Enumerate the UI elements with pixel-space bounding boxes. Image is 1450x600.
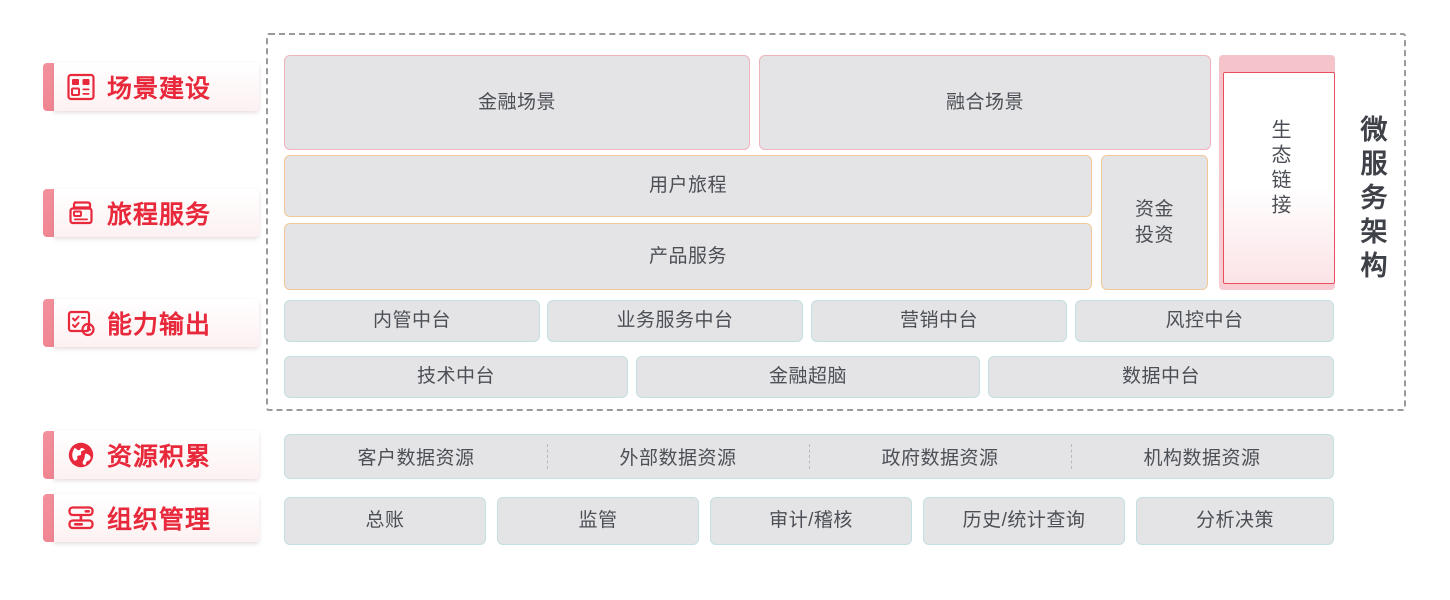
sidebar-item-resource-accumulation[interactable]: 资源积累 (43, 431, 259, 479)
box-marketing-platform[interactable]: 营销中台 (811, 300, 1067, 342)
box-capital-investment-line1: 资金 (1134, 198, 1174, 220)
stage-label-body: 资源积累 (54, 431, 259, 479)
box-risk-control-platform[interactable]: 风控中台 (1075, 300, 1334, 342)
box-business-service-platform[interactable]: 业务服务中台 (547, 300, 803, 342)
box-audit-inspection[interactable]: 审计/稽核 (710, 497, 912, 545)
microservice-scope-boundary (266, 33, 1406, 411)
box-ecosystem-link[interactable]: 生态链接 (1219, 55, 1335, 290)
stage-label-body: 旅程服务 (54, 189, 259, 237)
resource-strip[interactable]: 客户数据资源 外部数据资源 政府数据资源 机构数据资源 (284, 434, 1334, 479)
box-capital-investment-line2: 投资 (1134, 224, 1174, 246)
box-financial-superbrain[interactable]: 金融超脑 (636, 356, 980, 398)
box-data-platform[interactable]: 数据中台 (988, 356, 1334, 398)
checklist-clock-icon (66, 308, 96, 338)
box-institution-data-resource[interactable]: 机构数据资源 (1071, 435, 1333, 478)
stage-label-body: 能力输出 (54, 299, 259, 347)
box-internal-management-platform[interactable]: 内管中台 (284, 300, 540, 342)
sidebar-item-label: 场景建设 (107, 75, 212, 103)
sidebar-item-scene-construction[interactable]: 场景建设 (43, 63, 259, 111)
page-title-microservice-architecture: 微服务架构 (1356, 115, 1387, 285)
box-product-service[interactable]: 产品服务 (284, 223, 1092, 290)
sidebar-item-label: 旅程服务 (107, 201, 212, 229)
dashboard-layout-icon (66, 72, 96, 102)
box-regulation[interactable]: 监管 (497, 497, 699, 545)
box-general-ledger[interactable]: 总账 (284, 497, 486, 545)
stage-accent-bar (43, 431, 54, 479)
org-structure-icon (66, 503, 96, 533)
box-capital-investment[interactable]: 资金 投资 (1101, 155, 1208, 290)
box-technology-platform[interactable]: 技术中台 (284, 356, 628, 398)
sidebar-item-journey-service[interactable]: 旅程服务 (43, 189, 259, 237)
sidebar-item-label: 组织管理 (107, 506, 212, 534)
box-analysis-decision[interactable]: 分析决策 (1136, 497, 1334, 545)
stage-accent-bar (43, 189, 54, 237)
stage-accent-bar (43, 299, 54, 347)
box-user-journey[interactable]: 用户旅程 (284, 155, 1092, 217)
journey-card-icon (66, 198, 96, 228)
sidebar-item-organization-management[interactable]: 组织管理 (43, 494, 259, 542)
box-customer-data-resource[interactable]: 客户数据资源 (357, 448, 475, 469)
box-integrated-scene[interactable]: 融合场景 (759, 55, 1211, 150)
sidebar-item-label: 资源积累 (107, 443, 212, 471)
box-government-data-resource[interactable]: 政府数据资源 (809, 435, 1071, 478)
box-external-data-resource[interactable]: 外部数据资源 (547, 435, 809, 478)
stage-label-body: 组织管理 (54, 494, 259, 542)
stage-accent-bar (43, 494, 54, 542)
box-ecosystem-link-label: 生态链接 (1268, 119, 1290, 219)
sidebar-item-capability-output[interactable]: 能力输出 (43, 299, 259, 347)
stage-accent-bar (43, 63, 54, 111)
sidebar-item-label: 能力输出 (107, 311, 212, 339)
box-financial-scene[interactable]: 金融场景 (284, 55, 750, 150)
ecosystem-link-panel: 生态链接 (1223, 72, 1335, 284)
stage-label-body: 场景建设 (54, 63, 259, 111)
box-history-statistics-query[interactable]: 历史/统计查询 (923, 497, 1125, 545)
globe-icon (66, 440, 96, 470)
